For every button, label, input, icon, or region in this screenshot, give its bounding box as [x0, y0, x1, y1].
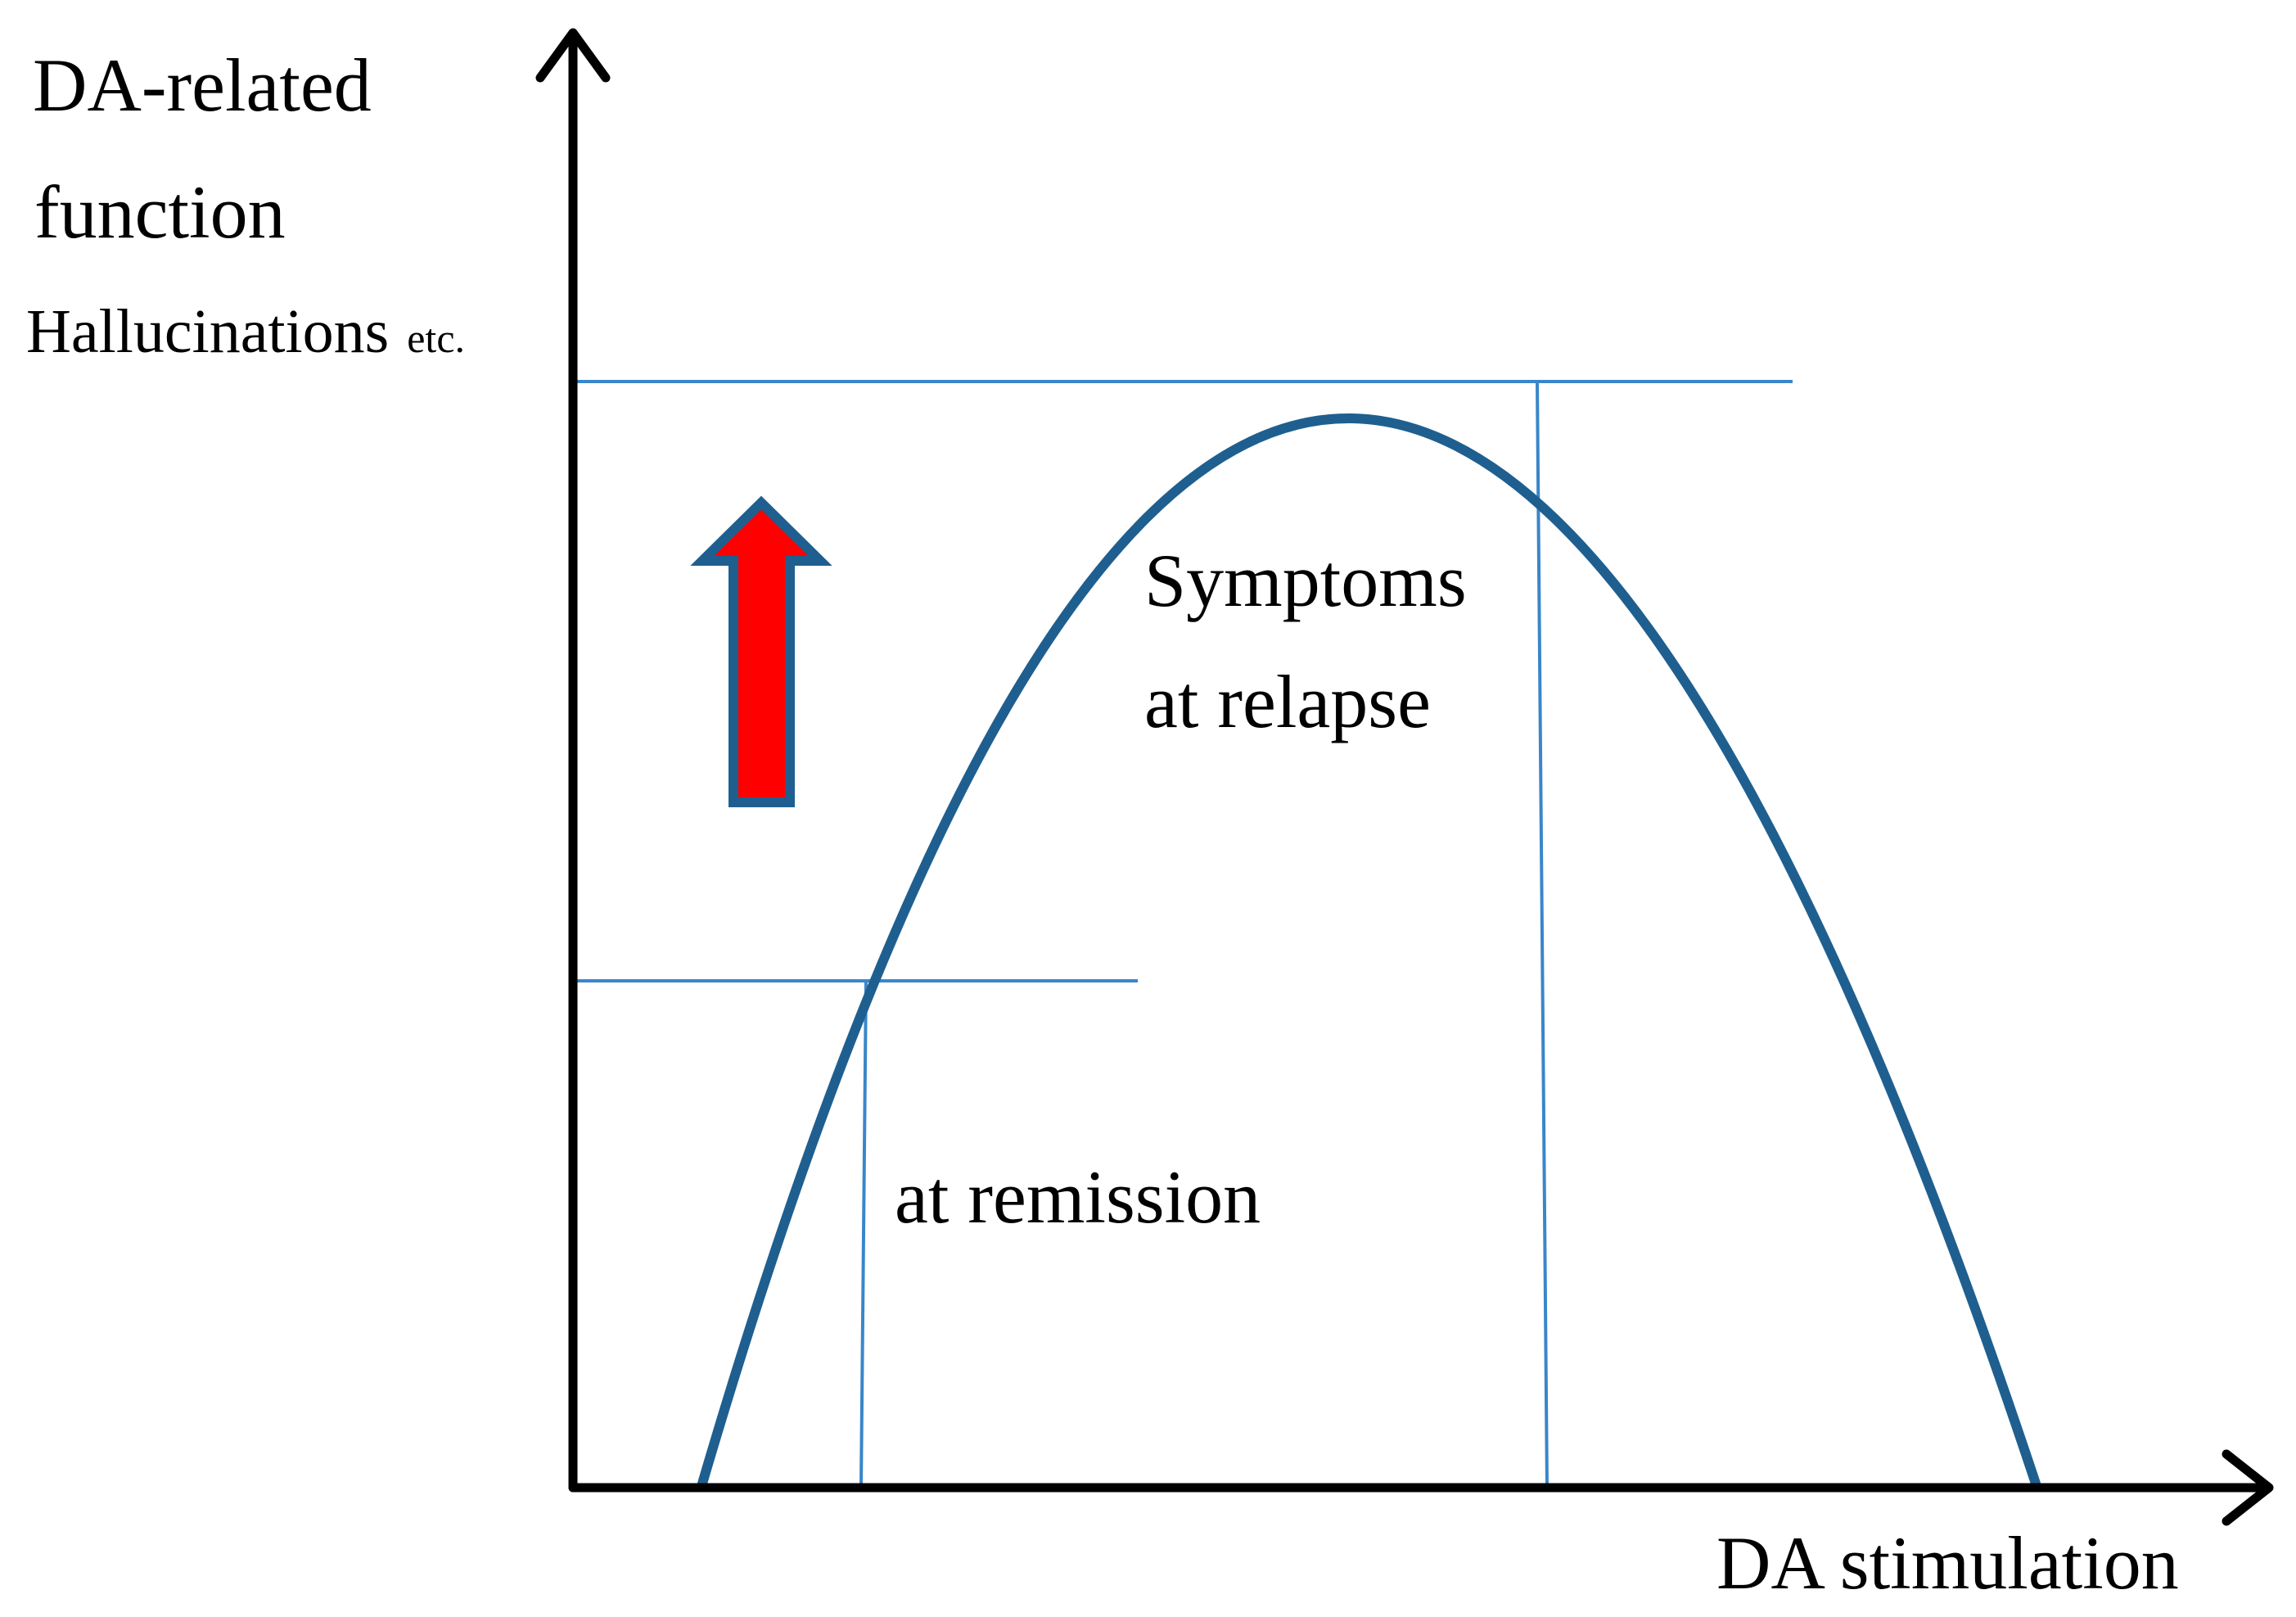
- y-axis-sublabel-small: etc.: [407, 315, 465, 361]
- guide-lines: [573, 380, 1793, 1488]
- remission-drop-line: [859, 980, 868, 1488]
- relapse-label-line2: at relapse: [1144, 660, 1431, 743]
- y-axis-sublabel-main: Hallucinations: [26, 297, 389, 366]
- relapse-drop-line: [1536, 381, 1549, 1488]
- y-axis-sublabel: Hallucinations etc.: [26, 297, 465, 366]
- up-arrow-icon: [690, 495, 832, 807]
- axes: [535, 28, 2274, 1526]
- y-axis-label-line2: function: [34, 170, 286, 254]
- x-axis-label: DA stimulation: [1716, 1521, 2179, 1605]
- relapse-label-line1: Symptoms: [1144, 539, 1467, 622]
- remission-label: at remission: [895, 1155, 1261, 1239]
- x-axis-arrowhead: [2222, 1449, 2274, 1526]
- y-axis-arrowhead: [535, 28, 611, 83]
- y-axis-label-line1: DA-related: [33, 43, 372, 127]
- inverted-u-curve: [697, 413, 2041, 1488]
